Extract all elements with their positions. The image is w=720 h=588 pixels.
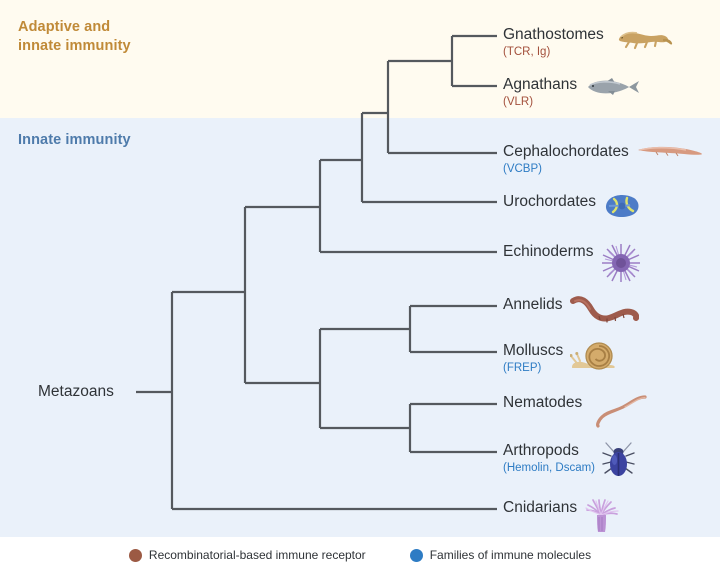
band-innate-immunity (0, 118, 720, 537)
beetle-icon (602, 442, 636, 483)
leaf-annelids: Annelids (503, 296, 640, 329)
lancelet-icon (636, 143, 704, 166)
leaf-arthropods-sub: (Hemolin, Dscam) (503, 462, 596, 474)
band-adaptive-title: Adaptive and innate immunity (18, 18, 131, 56)
root-label-metazoans: Metazoans (38, 383, 114, 400)
anemone-icon (584, 499, 620, 538)
leaf-arthropods-text: Arthropods (Hemolin, Dscam) (503, 442, 595, 475)
snail-icon (569, 342, 620, 377)
legend-dot-blue-icon (409, 548, 423, 562)
leaf-cephalochordates-name: Cephalochordates (503, 143, 629, 160)
nematode-icon (589, 394, 649, 433)
leaf-gnathostomes-sub: (TCR, Ig) (503, 46, 551, 58)
tree-branches (136, 34, 497, 511)
leaf-gnathostomes: Gnathostomes (TCR, Ig) (503, 26, 673, 59)
leaf-nematodes-text: Nematodes (503, 394, 582, 412)
leaf-gnathostomes-text: Gnathostomes (TCR, Ig) (503, 26, 604, 59)
leaf-gnathostomes-name: Gnathostomes (503, 26, 604, 43)
worm-icon (569, 296, 640, 329)
leaf-nematodes: Nematodes (503, 394, 649, 433)
leaf-cephalochordates-text: Cephalochordates (VCBP) (503, 143, 629, 176)
band-innate-title: Innate immunity (18, 132, 131, 148)
legend-item-recombinatorial: Recombinatorial-based immune receptor (128, 548, 366, 562)
leaf-arthropods: Arthropods (Hemolin, Dscam) (503, 442, 636, 483)
leaf-cnidarians-text: Cnidarians (503, 499, 577, 517)
leaf-cnidarians: Cnidarians (503, 499, 620, 538)
band-adaptive-title-line2: innate immunity (18, 38, 131, 54)
legend-label-recombinatorial: Recombinatorial-based immune receptor (148, 548, 366, 562)
seaurchin-icon (600, 243, 642, 288)
leaf-echinoderms-name: Echinoderms (503, 243, 594, 260)
leaf-urochordates: Urochordates (503, 193, 643, 224)
leaf-agnathans-sub: (VLR) (503, 96, 534, 108)
leaf-annelids-name: Annelids (503, 296, 563, 313)
leaf-urochordates-text: Urochordates (503, 193, 596, 211)
leaf-nematodes-name: Nematodes (503, 394, 583, 411)
leaf-echinoderms: Echinoderms (503, 243, 642, 288)
leaf-agnathans: Agnathans (VLR) (503, 76, 642, 109)
leaf-molluscs-sub: (FREP) (503, 362, 542, 374)
leaf-cephalochordates: Cephalochordates (VCBP) (503, 143, 704, 176)
leaf-cnidarians-name: Cnidarians (503, 499, 578, 516)
legend: Recombinatorial-based immune receptor Fa… (0, 548, 720, 562)
leaf-annelids-text: Annelids (503, 296, 562, 314)
leaf-molluscs-name: Molluscs (503, 342, 564, 359)
band-adaptive-immunity (0, 0, 720, 118)
lizard-icon (611, 26, 673, 55)
leaf-cephalochordates-sub: (VCBP) (503, 163, 542, 175)
band-adaptive-title-line1: Adaptive and (18, 19, 111, 35)
legend-dot-brown-icon (128, 548, 142, 562)
leaf-agnathans-name: Agnathans (503, 76, 578, 93)
leaf-agnathans-text: Agnathans (VLR) (503, 76, 577, 109)
leaf-urochordates-name: Urochordates (503, 193, 597, 210)
legend-label-families: Families of immune molecules (429, 548, 592, 562)
leaf-echinoderms-text: Echinoderms (503, 243, 593, 261)
leaf-molluscs-text: Molluscs (FREP) (503, 342, 563, 375)
leaf-arthropods-name: Arthropods (503, 442, 579, 459)
leaf-molluscs: Molluscs (FREP) (503, 342, 620, 377)
legend-item-families: Families of immune molecules (409, 548, 592, 562)
fish-icon (584, 76, 642, 103)
tunicate-icon (603, 193, 643, 224)
